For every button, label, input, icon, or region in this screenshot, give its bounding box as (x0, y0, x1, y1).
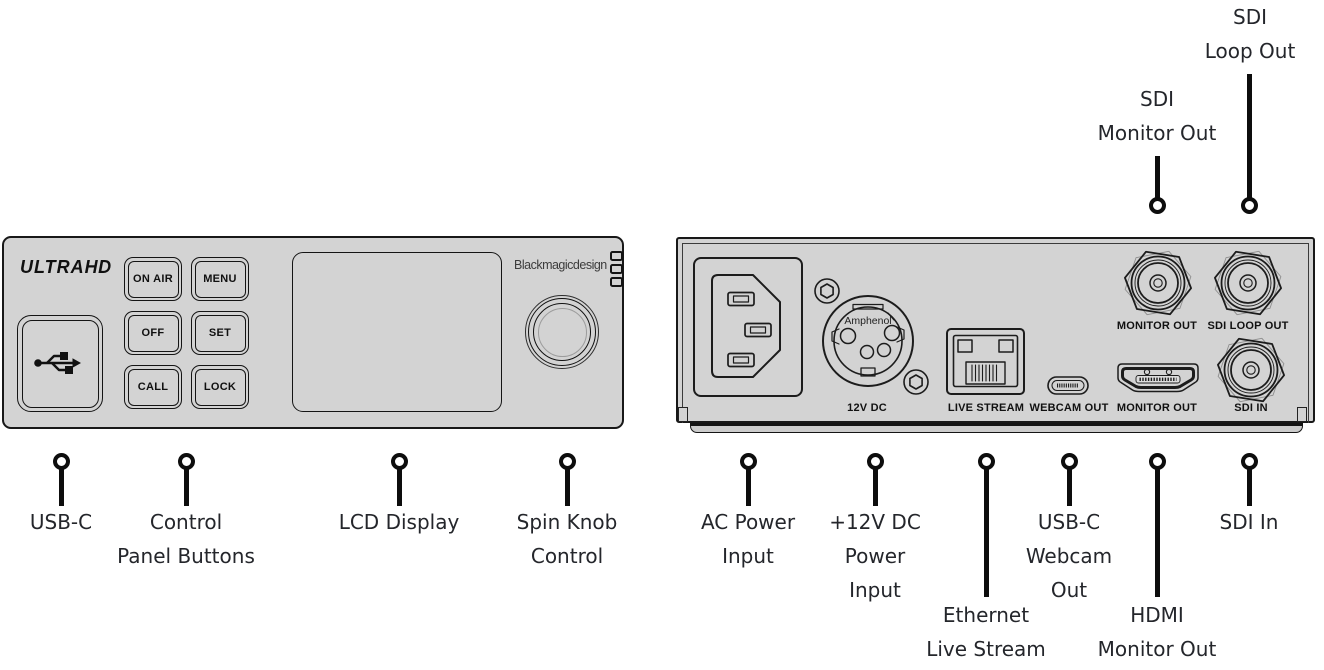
button-set-label: SET (208, 327, 232, 339)
ac-power-inlet (693, 257, 803, 397)
callout-dot (1240, 453, 1258, 470)
spin-knob (525, 295, 599, 369)
callout-stem (1066, 469, 1072, 506)
callout-stem (745, 469, 751, 506)
rear-connectors-graphic: Amphenol (693, 250, 1285, 403)
label-hdmi-monitor-out: MONITOR OUT (1116, 402, 1198, 414)
callout-stem (872, 469, 878, 506)
callout-line: SDI (1232, 5, 1267, 29)
xlr-power-connector: Amphenol (822, 295, 914, 387)
callout-dot (977, 453, 995, 470)
torx-screw-icon (814, 278, 840, 304)
callout-line: Out (1050, 578, 1088, 602)
ultrahd-logo: ULTRAHD (20, 257, 112, 278)
callout-line: Webcam (1025, 544, 1113, 568)
usb-c-port-front (17, 315, 103, 412)
callout-line: HDMI (1130, 603, 1184, 627)
callout-line: Spin Knob (516, 510, 618, 534)
callout-dot (739, 453, 757, 470)
rear-panel-lip (682, 243, 1309, 423)
callout-line: Power (844, 544, 906, 568)
lcd-display (292, 252, 502, 412)
callout-line: LCD Display (338, 510, 460, 534)
callout-line: Control (149, 510, 223, 534)
amphenol-label: Amphenol (844, 315, 891, 327)
callout-stem (396, 469, 402, 506)
blackmagic-logo: Blackmagicdesign (514, 251, 623, 287)
callout-line: SDI (1140, 87, 1174, 111)
blackmagic-logo-squares-icon (609, 251, 623, 287)
callout-line: Input (849, 578, 901, 602)
button-lock: LOCK (191, 365, 249, 409)
button-off-label: OFF (141, 327, 165, 339)
label-12v-dc: 12V DC (847, 402, 887, 414)
hdmi-port-graphic (1117, 363, 1199, 393)
rear-notch-right (1297, 407, 1307, 422)
button-off: OFF (124, 311, 182, 355)
torx-screw-icon (903, 369, 929, 395)
rear-panel-base (690, 423, 1303, 433)
label-webcam-out: WEBCAM OUT (1029, 402, 1109, 414)
button-call: CALL (124, 365, 182, 409)
callout-line: Live Stream (926, 637, 1046, 661)
callout-dot (52, 453, 70, 470)
button-lock-label: LOCK (203, 381, 237, 393)
callout-dot (1148, 453, 1166, 470)
callout-line: Panel Buttons (117, 544, 255, 568)
button-call-label: CALL (137, 381, 169, 393)
button-on-air-label: ON AIR (133, 273, 173, 285)
callout-line: Monitor Out (1097, 121, 1217, 145)
button-set: SET (191, 311, 249, 355)
callout-dot (390, 453, 408, 470)
callout-dot (1240, 197, 1258, 214)
button-menu-label: MENU (203, 273, 237, 285)
ultrahd-logo-hd: HD (84, 257, 112, 277)
button-menu: MENU (191, 257, 249, 301)
callout-line: +12V DC (829, 510, 921, 534)
callout-stem (1154, 469, 1160, 597)
callout-stem (1246, 74, 1252, 200)
usb-c-port-graphic (1047, 376, 1089, 395)
callout-line: USB-C (29, 510, 93, 534)
callout-dot (558, 453, 576, 470)
blackmagic-logo-text: Blackmagicdesign (514, 258, 607, 272)
rear-notch-left (678, 407, 688, 422)
callout-dot (1060, 453, 1078, 470)
ultrahd-logo-ultra: ULTRA (20, 257, 85, 277)
callout-line: Ethernet (942, 603, 1030, 627)
callout-line: USB-C (1037, 510, 1101, 534)
callout-stem (58, 469, 64, 506)
bnc-monitor-out (1124, 250, 1192, 316)
button-on-air: ON AIR (124, 257, 182, 301)
callout-line: Input (722, 544, 774, 568)
callout-stem (564, 469, 570, 506)
bnc-sdi-in (1217, 337, 1285, 403)
callout-line: Control (530, 544, 604, 568)
callout-dot (866, 453, 884, 470)
label-live-stream: LIVE STREAM (947, 402, 1025, 414)
callout-line: SDI In (1219, 510, 1279, 534)
callout-stem (1154, 156, 1160, 200)
callout-stem (983, 469, 989, 597)
callout-stem (1246, 469, 1252, 506)
bnc-sdi-loop-out (1214, 250, 1282, 316)
usb-trident-icon (34, 352, 81, 374)
callout-line: Monitor Out (1097, 637, 1217, 661)
label-sdi-in: SDI IN (1234, 402, 1268, 414)
callout-stem (183, 469, 189, 506)
ethernet-port-graphic (946, 328, 1025, 395)
callout-line: AC Power (700, 510, 796, 534)
callout-dot (177, 453, 195, 470)
callout-dot (1148, 197, 1166, 214)
callout-line: Loop Out (1204, 39, 1296, 63)
label-bnc-monitor-out: MONITOR OUT (1116, 320, 1198, 332)
label-sdi-loop-out: SDI LOOP OUT (1207, 320, 1289, 332)
